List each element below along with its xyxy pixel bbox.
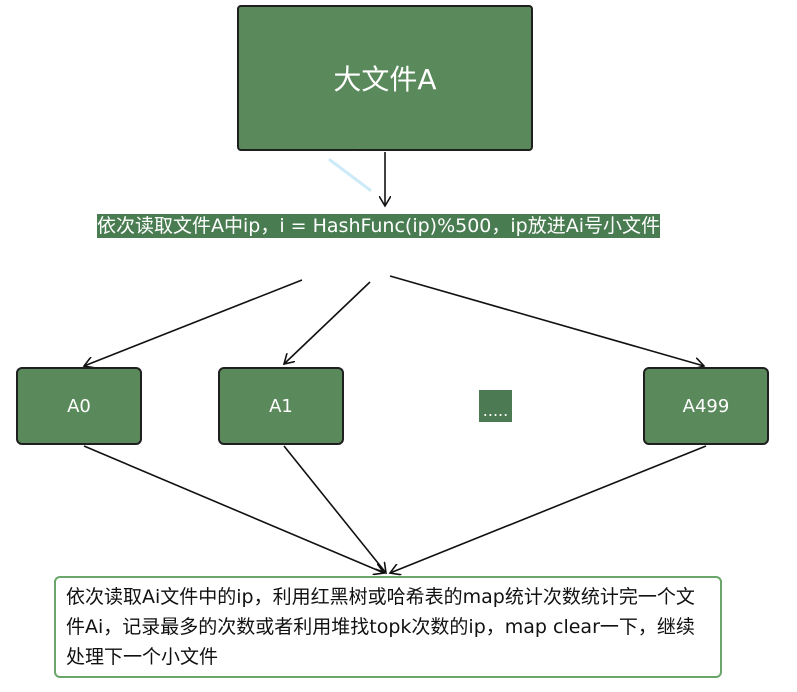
big-file-label: 大文件A <box>333 63 437 96</box>
arrow-step-to-a499 <box>389 275 704 366</box>
small-file-a0: A0 <box>16 367 142 445</box>
hash-step-text: 依次读取文件A中ip，i = HashFunc(ip)%500，ip放进Ai号小… <box>97 214 661 238</box>
small-file-a499: A499 <box>643 367 769 445</box>
arrow-step-to-a1 <box>284 281 371 364</box>
small-file-a1: A1 <box>218 367 344 445</box>
arrow-a0-to-result <box>83 445 384 573</box>
result-process-text: 依次读取Ai文件中的ip，利用红黑树或哈希表的map统计次数统计完一个文件Ai，… <box>66 586 695 668</box>
big-file-node: 大文件A <box>237 5 533 151</box>
arrow-a499-to-result <box>390 445 707 573</box>
hash-step-label: 依次读取文件A中ip，i = HashFunc(ip)%500，ip放进Ai号小… <box>97 212 697 241</box>
result-process-box: 依次读取Ai文件中的ip，利用红黑树或哈希表的map统计次数统计完一个文件Ai，… <box>54 576 722 678</box>
small-file-a499-label: A499 <box>682 395 730 417</box>
arrow-step-to-a0 <box>84 279 303 366</box>
small-file-a0-label: A0 <box>67 395 91 417</box>
small-file-a1-label: A1 <box>269 395 293 417</box>
ellipsis-node: ..... <box>479 390 512 422</box>
ellipsis-label: ..... <box>482 401 509 420</box>
arrow-a1-to-result <box>283 445 386 573</box>
